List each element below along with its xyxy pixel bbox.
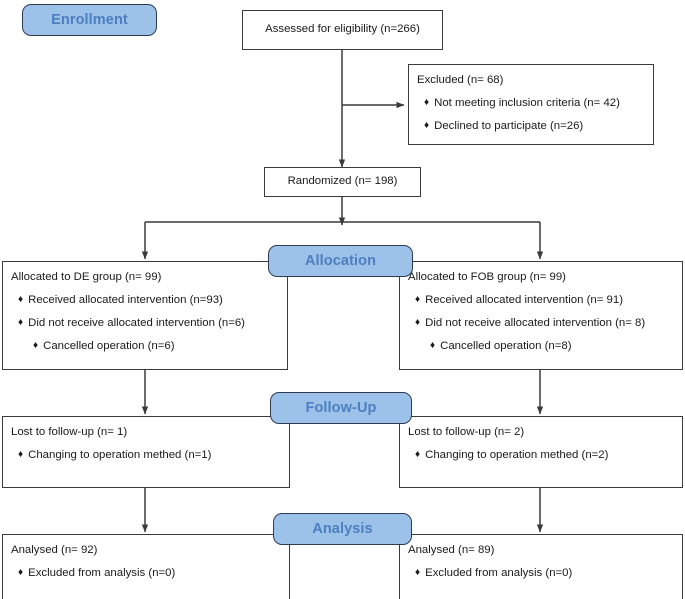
allocation-right-item: ♦ Did not receive allocated intervention …	[408, 317, 682, 330]
stage-label-enrollment: Enrollment	[22, 4, 157, 36]
bullet-diamond-icon: ♦	[415, 294, 421, 306]
box-allocation-left: Allocated to DE group (n= 99) ♦ Received …	[2, 261, 288, 370]
bullet-diamond-icon: ♦	[415, 567, 421, 579]
followup-left-item-text: Changing to operation methed (n=1)	[28, 449, 212, 462]
box-analysis-left: Analysed (n= 92) ♦ Excluded from analysis…	[2, 534, 290, 599]
box-allocation-right: Allocated to FOB group (n= 99) ♦ Received…	[399, 261, 683, 370]
box-followup-left: Lost to follow-up (n= 1) ♦ Changing to op…	[2, 416, 290, 488]
allocation-left-subitem: ♦ Cancelled operation (n=6)	[11, 340, 287, 353]
analysis-left-heading: Analysed (n= 92)	[11, 544, 98, 556]
analysis-right-item: ♦ Excluded from analysis (n=0)	[408, 567, 682, 580]
stage-label-analysis: Analysis	[273, 513, 412, 545]
analysis-right-item-text: Excluded from analysis (n=0)	[425, 567, 573, 580]
followup-right-item-text: Changing to operation methed (n=2)	[425, 449, 609, 462]
followup-left-item: ♦ Changing to operation methed (n=1)	[11, 449, 289, 462]
stage-label-follow-up-text: Follow-Up	[305, 400, 377, 416]
stage-label-follow-up: Follow-Up	[270, 392, 412, 424]
allocation-left-subitem-text: Cancelled operation (n=6)	[43, 340, 175, 353]
excluded-item-text: Not meeting inclusion criteria (n= 42)	[434, 97, 620, 110]
excluded-item: ♦ Declined to participate (n=26)	[417, 120, 653, 133]
excluded-item: ♦ Not meeting inclusion criteria (n= 42)	[417, 97, 653, 110]
excluded-item-text: Declined to participate (n=26)	[434, 120, 584, 133]
analysis-left-item-text: Excluded from analysis (n=0)	[28, 567, 176, 580]
stage-label-allocation: Allocation	[268, 245, 413, 277]
bullet-diamond-icon: ♦	[430, 340, 436, 352]
randomized-text: Randomized (n= 198)	[287, 175, 398, 188]
bullet-diamond-icon: ♦	[18, 317, 24, 329]
allocation-right-item-text: Did not receive allocated intervention (…	[425, 317, 646, 330]
analysis-right-heading: Analysed (n= 89)	[408, 544, 495, 556]
bullet-diamond-icon: ♦	[415, 449, 421, 461]
bullet-diamond-icon: ♦	[18, 449, 24, 461]
bullet-diamond-icon: ♦	[33, 340, 39, 352]
followup-right-heading: Lost to follow-up (n= 2)	[408, 426, 525, 438]
stage-label-enrollment-text: Enrollment	[51, 12, 128, 28]
box-randomized: Randomized (n= 198)	[264, 167, 421, 197]
allocation-left-item-text: Did not receive allocated intervention (…	[28, 317, 245, 330]
allocation-left-item: ♦ Received allocated intervention (n=93)	[11, 294, 287, 307]
allocation-left-heading: Allocated to DE group (n= 99)	[11, 271, 162, 283]
followup-right-item: ♦ Changing to operation methed (n=2)	[408, 449, 682, 462]
bullet-diamond-icon: ♦	[415, 317, 421, 329]
stage-label-allocation-text: Allocation	[304, 253, 377, 269]
followup-left-heading: Lost to follow-up (n= 1)	[11, 426, 128, 438]
bullet-diamond-icon: ♦	[18, 567, 24, 579]
box-excluded: Excluded (n= 68) ♦ Not meeting inclusion …	[408, 64, 654, 145]
box-analysis-right: Analysed (n= 89) ♦ Excluded from analysis…	[399, 534, 683, 599]
allocation-right-item-text: Received allocated intervention (n= 91)	[425, 294, 623, 307]
excluded-heading: Excluded (n= 68)	[417, 74, 504, 86]
allocation-right-subitem-text: Cancelled operation (n=8)	[440, 340, 572, 353]
allocation-left-item-text: Received allocated intervention (n=93)	[28, 294, 223, 307]
bullet-diamond-icon: ♦	[424, 120, 430, 132]
allocation-right-item: ♦ Received allocated intervention (n= 91)	[408, 294, 682, 307]
box-assessed-for-eligibility: Assessed for eligibility (n=266)	[242, 10, 443, 50]
allocation-right-subitem: ♦ Cancelled operation (n=8)	[408, 340, 682, 353]
box-followup-right: Lost to follow-up (n= 2) ♦ Changing to op…	[399, 416, 683, 488]
bullet-diamond-icon: ♦	[18, 294, 24, 306]
stage-label-analysis-text: Analysis	[312, 521, 373, 537]
assessed-text: Assessed for eligibility (n=266)	[265, 23, 420, 36]
allocation-left-item: ♦ Did not receive allocated intervention …	[11, 317, 287, 330]
bullet-diamond-icon: ♦	[424, 97, 430, 109]
analysis-left-item: ♦ Excluded from analysis (n=0)	[11, 567, 289, 580]
allocation-right-heading: Allocated to FOB group (n= 99)	[408, 271, 566, 283]
